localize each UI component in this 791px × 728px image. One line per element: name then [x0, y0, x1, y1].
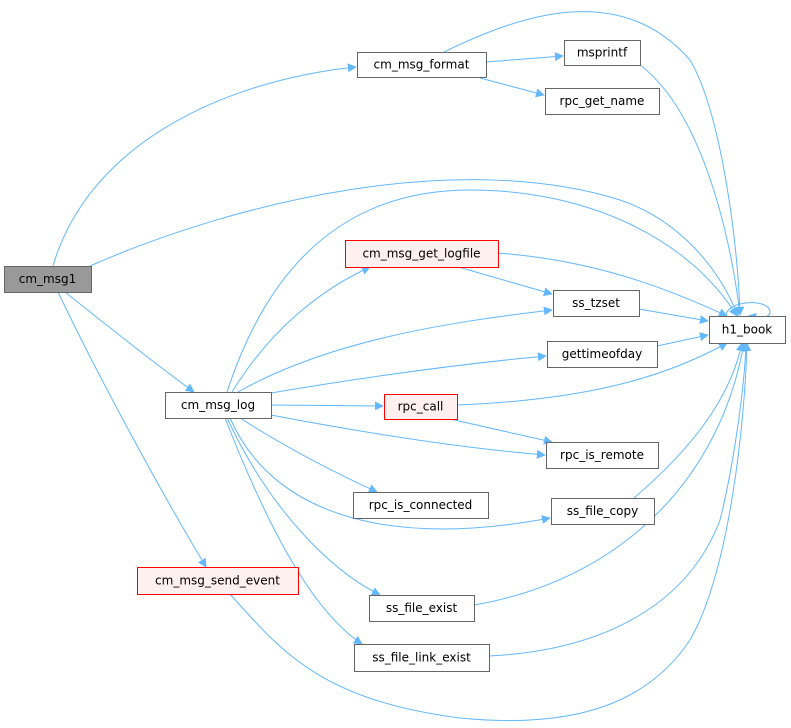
node-ss_file_copy[interactable]: ss_file_copy [551, 498, 655, 525]
node-label-cm_msg_log: cm_msg_log [181, 398, 255, 412]
edge-cm_msg1-to-cm_msg_log [64, 291, 195, 393]
edge-cm_msg_format-to-msprintf [485, 52, 564, 63]
edge-cm_msg_log-to-cm_msg_get_logfile [231, 266, 371, 393]
edge-cm_msg1-to-cm_msg_send_event [57, 291, 207, 568]
node-label-gettimeofday: gettimeofday [562, 347, 642, 361]
edge-gettimeofday-to-h1_book [656, 332, 709, 347]
edge-cm_msg_get_logfile-to-h1_book [497, 252, 728, 317]
edge-cm_msg_log-to-rpc_call [270, 401, 384, 411]
node-box-ss_file_link_exist [354, 644, 490, 672]
edge-rpc_call-to-h1_book [456, 342, 728, 406]
node-gettimeofday[interactable]: gettimeofday [547, 341, 658, 368]
node-label-rpc_call: rpc_call [398, 400, 444, 414]
edge-ss_file_copy-to-h1_book [633, 342, 745, 499]
edge-rpc_call-to-rpc_is_remote [449, 418, 553, 445]
node-box-ss_file_exist [369, 595, 475, 622]
node-label-ss_file_link_exist: ss_file_link_exist [372, 651, 471, 665]
node-box-ss_tzset [553, 290, 640, 317]
node-cm_msg_send_event[interactable]: cm_msg_send_event [137, 567, 299, 595]
edge-msprintf-to-h1_book [639, 64, 744, 316]
edge-cm_msg_log-to-rpc_is_remote [270, 414, 546, 459]
edge-cm_msg_format-to-h1_book [443, 11, 745, 316]
node-cm_msg_format[interactable]: cm_msg_format [357, 52, 487, 78]
node-label-rpc_is_remote: rpc_is_remote [560, 448, 644, 462]
node-rpc_call[interactable]: rpc_call [384, 394, 458, 420]
edge-ss_file_exist-to-h1_book [473, 342, 748, 606]
node-rpc_get_name[interactable]: rpc_get_name [545, 88, 660, 115]
node-box-rpc_call [384, 394, 458, 420]
node-box-ss_file_copy [551, 498, 655, 525]
edge-cm_msg_log-to-ss_file_exist [226, 417, 381, 596]
node-ss_file_link_exist[interactable]: ss_file_link_exist [354, 644, 490, 672]
node-box-msprintf [564, 40, 641, 66]
node-rpc_is_connected[interactable]: rpc_is_connected [353, 492, 489, 519]
edge-cm_msg_log-to-ss_tzset [237, 306, 553, 393]
node-label-ss_file_exist: ss_file_exist [386, 601, 458, 615]
edges-layer [52, 11, 771, 722]
node-label-cm_msg_format: cm_msg_format [374, 58, 470, 72]
node-label-ss_tzset: ss_tzset [572, 296, 620, 310]
node-label-cm_msg_get_logfile: cm_msg_get_logfile [362, 247, 480, 261]
node-box-cm_msg_get_logfile [345, 240, 499, 268]
node-label-cm_msg1: cm_msg1 [19, 272, 76, 286]
edge-ss_file_link_exist-to-h1_book [488, 342, 751, 657]
node-box-rpc_get_name [545, 88, 660, 115]
node-msprintf[interactable]: msprintf [564, 40, 641, 66]
node-box-cm_msg_send_event [137, 567, 299, 595]
edge-cm_msg_get_logfile-to-ss_tzset [454, 265, 553, 297]
node-cm_msg_get_logfile[interactable]: cm_msg_get_logfile [345, 240, 499, 268]
edge-cm_msg1-to-cm_msg_format [52, 63, 357, 267]
node-ss_file_exist[interactable]: ss_file_exist [369, 595, 475, 622]
node-label-msprintf: msprintf [577, 46, 628, 60]
edge-cm_msg_log-to-h1_book [226, 189, 738, 393]
node-label-rpc_get_name: rpc_get_name [560, 94, 645, 108]
node-ss_tzset[interactable]: ss_tzset [553, 290, 640, 317]
node-cm_msg1[interactable]: cm_msg1 [4, 266, 92, 293]
node-box-gettimeofday [547, 341, 658, 368]
node-label-ss_file_copy: ss_file_copy [567, 504, 638, 518]
node-box-cm_msg_format [357, 52, 487, 78]
node-box-cm_msg_log [165, 392, 272, 419]
node-cm_msg_log[interactable]: cm_msg_log [165, 392, 272, 419]
node-box-h1_book [709, 316, 786, 344]
node-h1_book[interactable]: h1_book [709, 316, 786, 344]
edge-cm_msg_log-to-ss_file_link_exist [224, 417, 363, 645]
node-label-rpc_is_connected: rpc_is_connected [369, 498, 473, 512]
edge-ss_tzset-to-h1_book [638, 308, 709, 325]
node-rpc_is_remote[interactable]: rpc_is_remote [546, 442, 659, 469]
node-box-cm_msg1 [4, 266, 92, 293]
node-box-rpc_is_remote [546, 442, 659, 469]
edge-cm_msg_send_event-to-h1_book [229, 342, 752, 722]
node-box-rpc_is_connected [353, 492, 489, 519]
node-label-cm_msg_send_event: cm_msg_send_event [155, 574, 280, 588]
edge-cm_msg_format-to-rpc_get_name [479, 77, 545, 98]
edge-cm_msg_log-to-ss_file_copy [229, 417, 551, 530]
edge-cm_msg_log-to-rpc_is_connected [239, 417, 378, 493]
edge-cm_msg_log-to-gettimeofday [270, 352, 547, 394]
edge-cm_msg1-to-h1_book [89, 179, 740, 317]
nodes-layer: cm_msg1 cm_msg_format msprintf rpc_get_name… [4, 40, 786, 672]
node-label-h1_book: h1_book [722, 323, 773, 337]
